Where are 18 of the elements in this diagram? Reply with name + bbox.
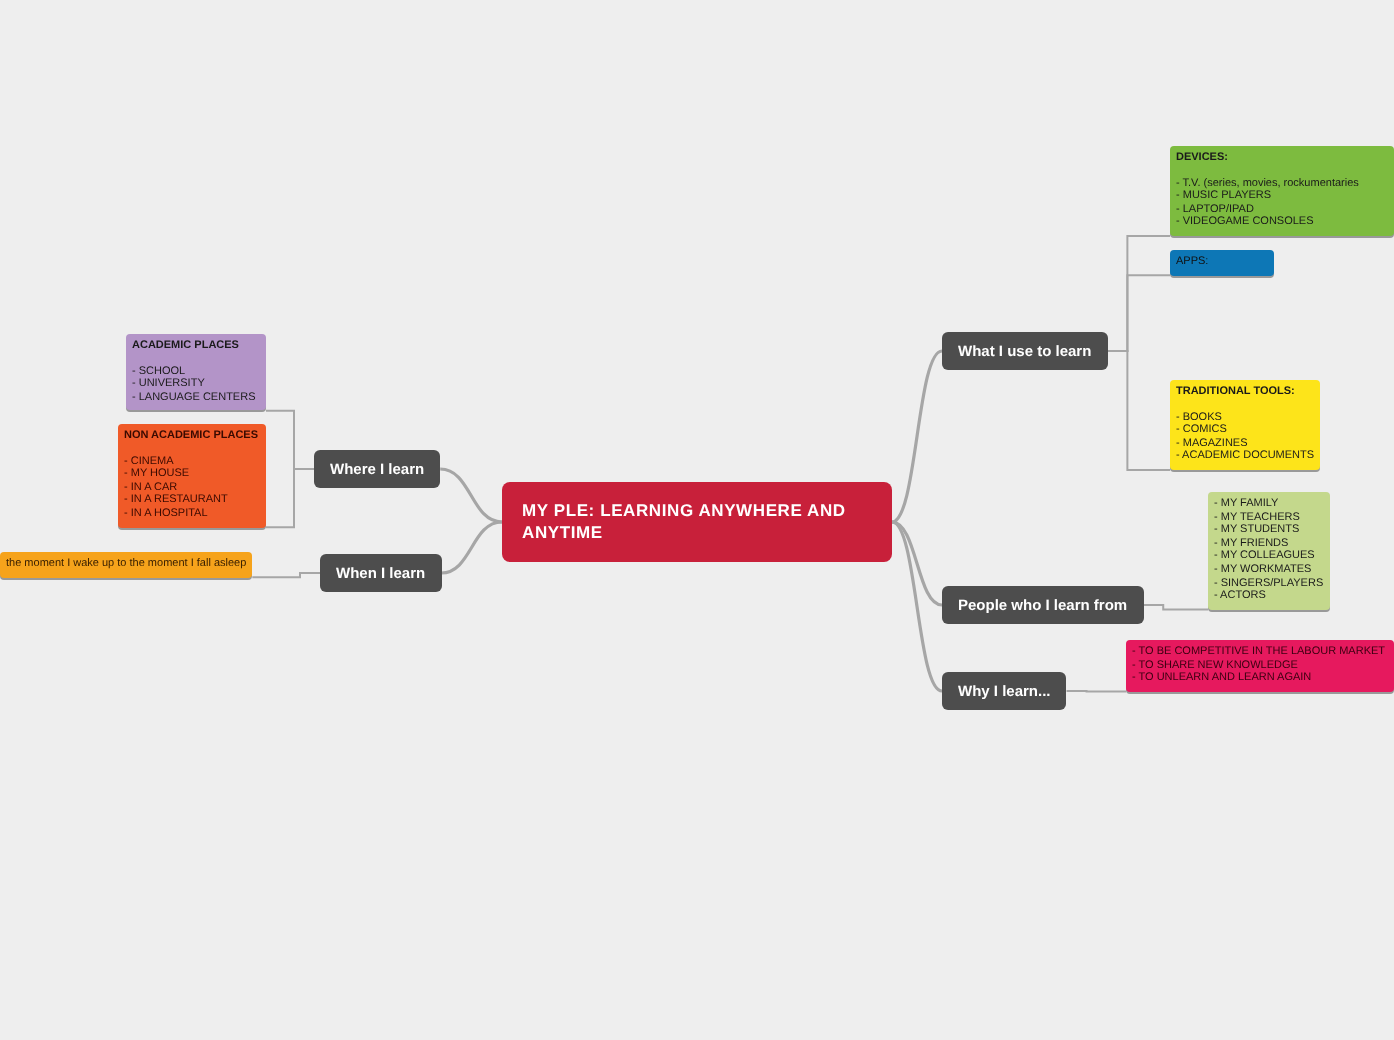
note-card xyxy=(1170,250,1274,276)
connector-line xyxy=(891,520,943,607)
connector-line xyxy=(440,520,503,575)
note-card xyxy=(1126,640,1394,692)
note-card xyxy=(126,334,266,411)
connector-line xyxy=(891,349,943,524)
note-card xyxy=(118,424,266,528)
note-card xyxy=(1170,146,1394,236)
connector-line xyxy=(1065,690,1127,693)
note-card xyxy=(1208,492,1330,610)
central-topic: MY PLE: LEARNING ANYWHERE AND ANYTIME xyxy=(502,482,892,562)
note-card xyxy=(1170,380,1321,470)
connector-line xyxy=(1142,604,1209,611)
connector-line xyxy=(891,520,943,693)
connector-line xyxy=(265,468,315,529)
connector-line xyxy=(440,467,503,524)
connector-line xyxy=(251,572,321,579)
note-card xyxy=(0,552,253,578)
